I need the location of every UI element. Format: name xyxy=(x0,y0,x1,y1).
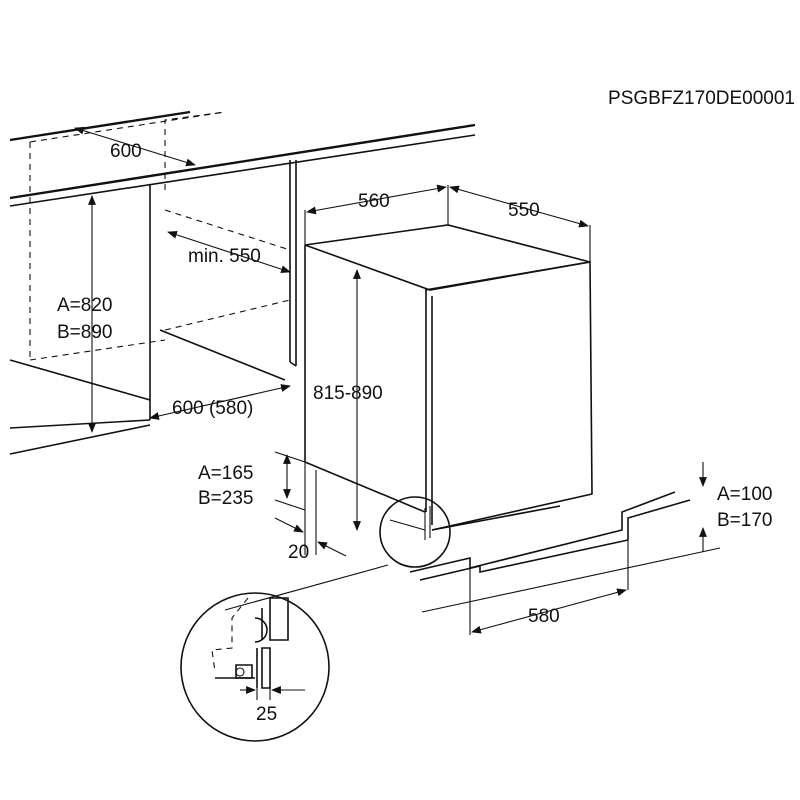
kick-width-label: 580 xyxy=(528,606,560,627)
plinth-a-label: A=165 xyxy=(198,463,253,484)
kick-a-label: A=100 xyxy=(717,484,772,505)
niche-width-bottom-label: 600 (580) xyxy=(172,398,253,419)
appliance-depth-label: 550 xyxy=(508,200,540,221)
appliance-width-label: 560 xyxy=(358,191,390,212)
niche-height-a-label: A=820 xyxy=(57,295,112,316)
niche-width-top-label: 600 xyxy=(110,141,142,162)
hinge-detail: 25 xyxy=(180,592,330,742)
product-code: PSGBFZ170DE00001 xyxy=(608,88,795,109)
kick-b-label: B=170 xyxy=(717,510,772,531)
appliance-height-label: 815-890 xyxy=(313,383,383,404)
niche-height-b-label: B=890 xyxy=(57,322,112,343)
cabinet-niche: 600 min. 550 A=820 B=890 600 (580) xyxy=(9,110,476,455)
plinth-b-label: B=235 xyxy=(198,488,253,509)
gap-label: 25 xyxy=(256,704,277,725)
niche-depth-label: min. 550 xyxy=(188,246,261,267)
offset-label: 20 xyxy=(288,542,309,563)
appliance: 560 550 815-890 A=165 B=235 20 580 A=100… xyxy=(198,184,772,635)
